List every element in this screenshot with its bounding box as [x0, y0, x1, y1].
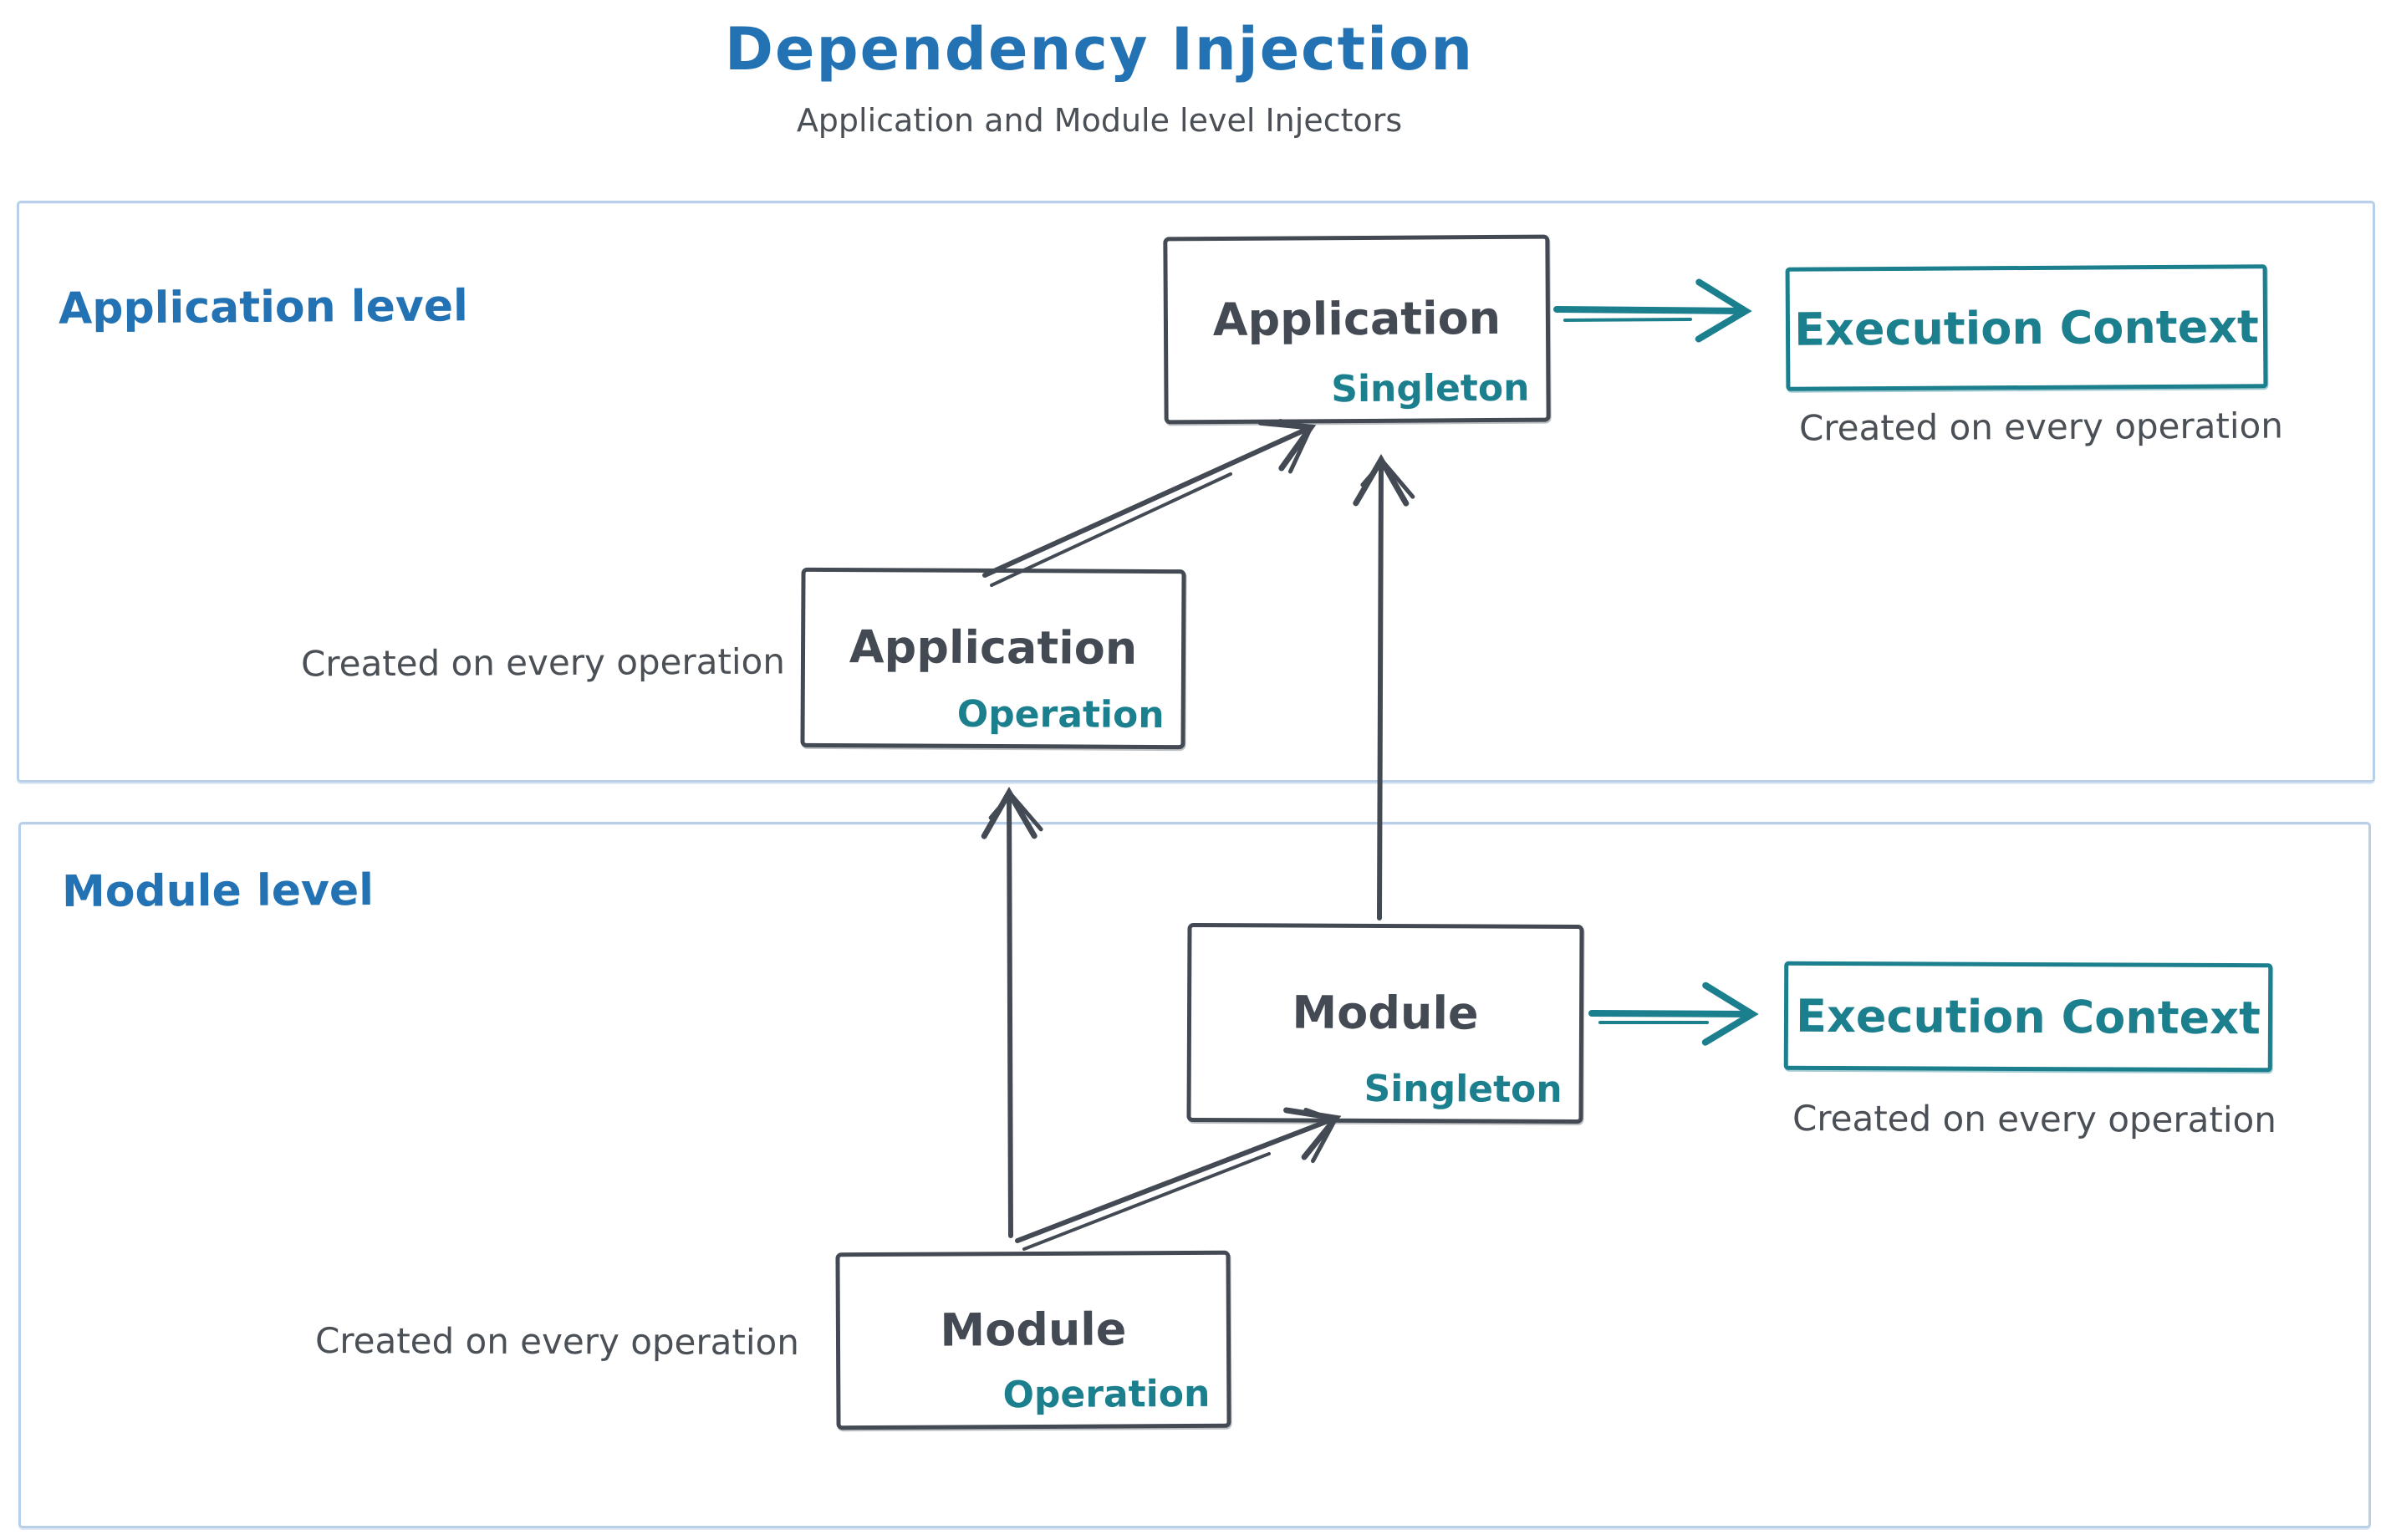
node-module-execution-context: Execution Context	[1783, 961, 2273, 1073]
module-level-container	[18, 822, 2371, 1528]
module-level-label: Module level	[61, 865, 375, 917]
node-application-execution-context: Execution Context	[1785, 264, 2268, 391]
node-module-singleton: Module Singleton	[1186, 922, 1584, 1124]
application-level-label: Application level	[58, 281, 469, 334]
node-title: Execution Context	[1796, 989, 2261, 1044]
node-title: Module	[1292, 986, 1479, 1039]
diagram-title: Dependency Injection	[724, 15, 1475, 84]
caption-app-execution-context: Created on every operation	[1798, 405, 2284, 449]
node-title: Module	[940, 1302, 1127, 1357]
node-subtitle: Singleton	[1364, 1067, 1563, 1111]
node-application-singleton: Application Singleton	[1163, 234, 1551, 425]
node-subtitle: Operation	[956, 692, 1165, 737]
node-subtitle: Singleton	[1331, 366, 1530, 411]
node-module-operation: Module Operation	[835, 1250, 1231, 1430]
application-level-container	[17, 201, 2375, 783]
node-title: Application	[1212, 291, 1501, 346]
diagram-header: Dependency Injection Application and Mod…	[0, 0, 2199, 139]
node-title: Application	[849, 620, 1138, 675]
node-title: Execution Context	[1793, 299, 2260, 356]
diagram-subtitle: Application and Module level Injectors	[796, 102, 1403, 139]
caption-module-operation: Created on every operation	[314, 1319, 799, 1364]
caption-module-execution-context: Created on every operation	[1792, 1097, 2276, 1141]
node-application-operation: Application Operation	[800, 567, 1186, 750]
node-subtitle: Operation	[1002, 1372, 1211, 1417]
caption-app-operation: Created on every operation	[300, 640, 786, 685]
